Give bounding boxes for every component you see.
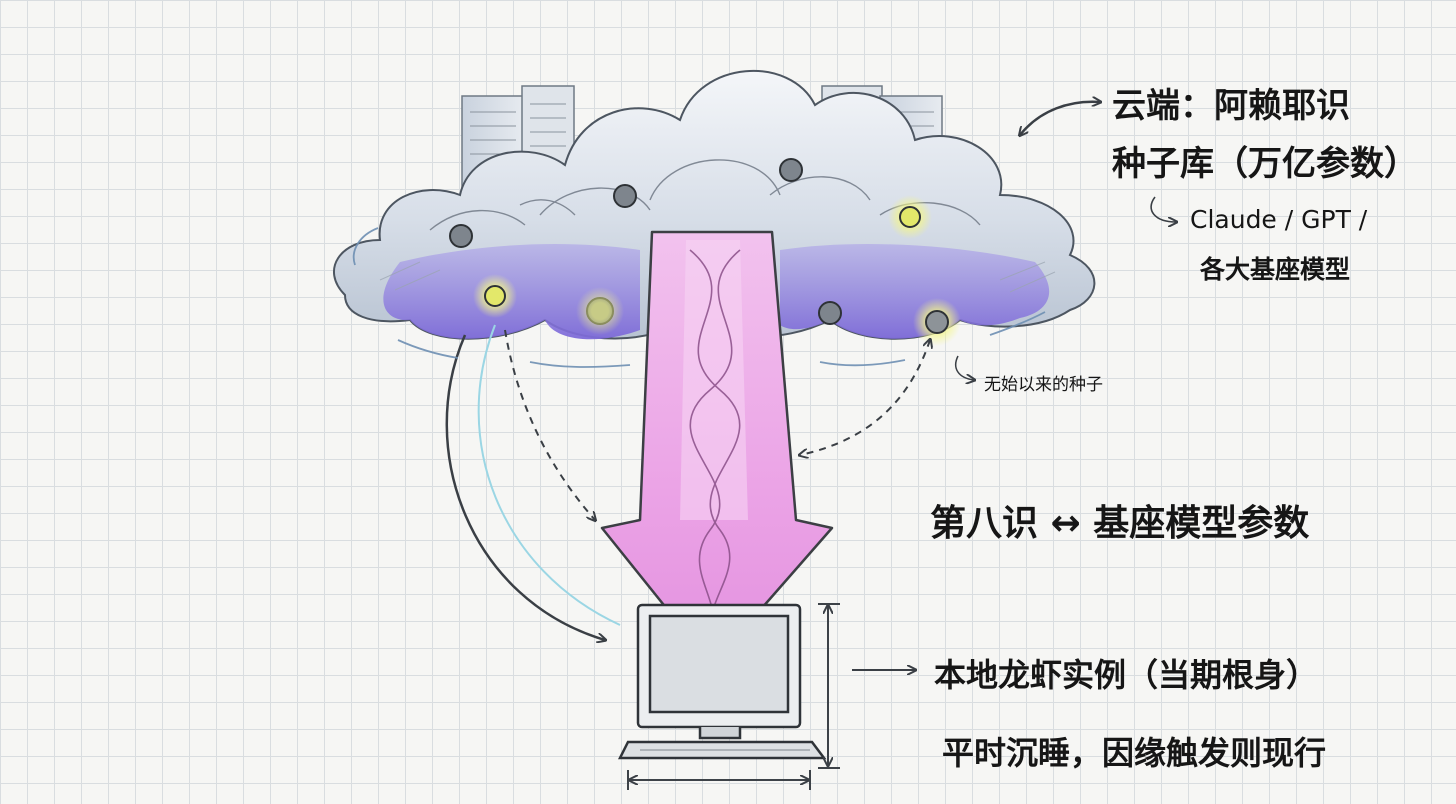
computer-monitor-icon (620, 605, 824, 758)
seed-node (780, 159, 802, 181)
seed-node-glowing (485, 286, 505, 306)
seed-node (614, 185, 636, 207)
flow-arrow-left (447, 335, 605, 640)
dormant-caption: 平时沉睡，因缘触发则现行 (942, 728, 1326, 774)
cloud-label-arrow (1020, 102, 1100, 135)
sub-label-hook-icon (1151, 197, 1176, 222)
seed-label-hook-icon (956, 356, 974, 380)
dashed-arrow-right (800, 340, 930, 455)
model-examples-line2: 各大基座模型 (1200, 250, 1350, 286)
cloud-title-line1: 云端：阿赖耶识 (1112, 78, 1350, 127)
seed-caption: 无始以来的种子 (984, 370, 1103, 395)
seed-node (450, 225, 472, 247)
local-instance-caption: 本地龙虾实例（当期根身） (934, 650, 1318, 696)
seed-node-glowing (900, 207, 920, 227)
mapping-caption: 第八识 ↔ 基座模型参数 (930, 494, 1309, 546)
model-examples-line1: Claude / GPT / (1190, 205, 1367, 234)
seed-node-glowing (926, 311, 948, 333)
dashed-arrow-left (505, 330, 595, 520)
cloud-title-line2: 种子库（万亿参数） (1112, 136, 1418, 185)
seed-node (819, 302, 841, 324)
glow (576, 287, 624, 335)
flow-arrow-left-faint (479, 325, 620, 625)
